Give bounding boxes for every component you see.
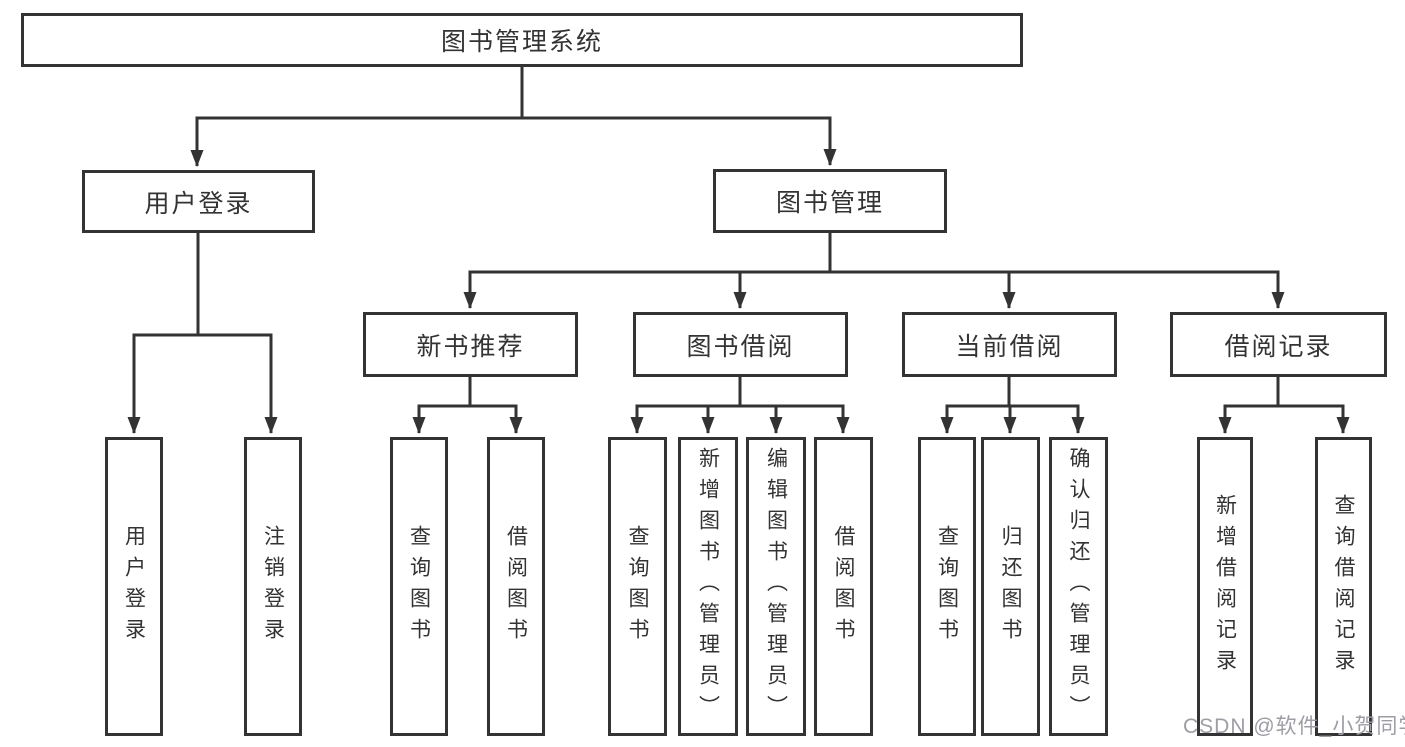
- leaf-add-borrow-record-label: 新增借阅记录: [1213, 493, 1237, 680]
- leaf-return-books-label: 归还图书: [999, 524, 1022, 649]
- leaf-query-books-borrowing: 查询图书: [608, 437, 667, 736]
- leaf-query-borrow-record-label: 查询借阅记录: [1332, 493, 1355, 680]
- leaf-query-books-current: 查询图书: [918, 437, 976, 736]
- leaf-borrow-books-borrowing-label: 借阅图书: [832, 524, 855, 649]
- leaf-return-books: 归还图书: [981, 437, 1040, 736]
- leaf-add-book-admin: 新增图书（管理员）: [678, 437, 738, 736]
- leaf-edit-book-admin-label: 编辑图书（管理员）: [764, 447, 788, 726]
- node-user-login-label: 用户登录: [144, 189, 253, 218]
- node-book-management-label: 图书管理: [775, 189, 884, 217]
- leaf-user-login-label: 用户登录: [122, 524, 146, 649]
- node-borrowing-records: 借阅记录: [1170, 312, 1387, 377]
- node-new-book-recommend-label: 新书推荐: [416, 332, 525, 361]
- leaf-logout: 注销登录: [244, 437, 302, 736]
- node-current-borrowing: 当前借阅: [902, 312, 1117, 377]
- node-new-book-recommend: 新书推荐: [363, 312, 578, 377]
- node-book-borrowing: 图书借阅: [633, 312, 848, 377]
- leaf-borrow-books-borrowing: 借阅图书: [814, 437, 873, 736]
- leaf-borrow-books-newbook: 借阅图书: [487, 437, 545, 736]
- leaf-logout-label: 注销登录: [261, 524, 285, 649]
- node-library-system: 图书管理系统: [21, 13, 1023, 67]
- leaf-add-borrow-record: 新增借阅记录: [1197, 437, 1253, 736]
- node-library-system-label: 图书管理系统: [440, 28, 603, 56]
- node-book-management: 图书管理: [713, 169, 947, 233]
- node-borrowing-records-label: 借阅记录: [1224, 332, 1333, 361]
- leaf-borrow-books-newbook-label: 借阅图书: [504, 524, 528, 649]
- leaf-add-book-admin-label: 新增图书（管理员）: [696, 447, 720, 726]
- node-book-borrowing-label: 图书借阅: [686, 332, 795, 361]
- leaf-user-login: 用户登录: [105, 437, 163, 736]
- node-user-login: 用户登录: [82, 170, 315, 233]
- leaf-query-books-current-label: 查询图书: [935, 524, 959, 649]
- leaf-edit-book-admin: 编辑图书（管理员）: [746, 437, 806, 736]
- csdn-watermark: CSDN @软件_小贺同学: [1183, 715, 1405, 738]
- leaf-query-books-borrowing-label: 查询图书: [626, 524, 649, 649]
- leaf-confirm-return-admin: 确认归还（管理员）: [1049, 437, 1108, 736]
- leaf-query-books-newbook: 查询图书: [390, 437, 448, 736]
- leaf-query-books-newbook-label: 查询图书: [407, 524, 431, 649]
- leaf-query-borrow-record: 查询借阅记录: [1315, 437, 1372, 736]
- node-current-borrowing-label: 当前借阅: [955, 332, 1064, 361]
- leaf-confirm-return-admin-label: 确认归还（管理员）: [1067, 447, 1090, 726]
